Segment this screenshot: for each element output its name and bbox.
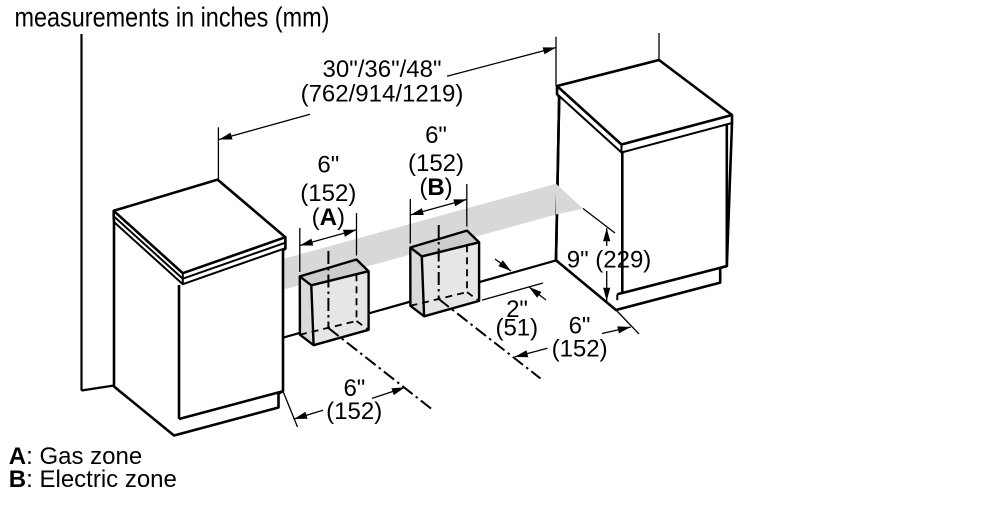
svg-text:(152): (152) [408,150,464,177]
svg-text:6": 6" [425,122,447,149]
svg-text:(B): (B) [419,174,452,201]
svg-text:2": 2" [506,296,528,323]
svg-text:6": 6" [569,313,591,340]
svg-text:measurements in inches (mm): measurements in inches (mm) [15,3,330,33]
svg-text:(152): (152) [326,398,382,425]
svg-text:(51): (51) [495,315,538,342]
svg-text:(762/914/1219): (762/914/1219) [301,81,464,108]
svg-text:6": 6" [343,375,365,402]
svg-text:(152): (152) [300,180,356,207]
svg-text:(A): (A) [312,204,345,231]
svg-text:9" (229): 9" (229) [567,247,652,274]
svg-text:A: Gas zone: A: Gas zone [9,443,142,470]
svg-text:30"/36"/48": 30"/36"/48" [323,56,442,83]
svg-text:(152): (152) [552,336,608,363]
svg-text:6": 6" [317,151,339,178]
svg-text:B: Electric zone: B: Electric zone [9,466,177,493]
